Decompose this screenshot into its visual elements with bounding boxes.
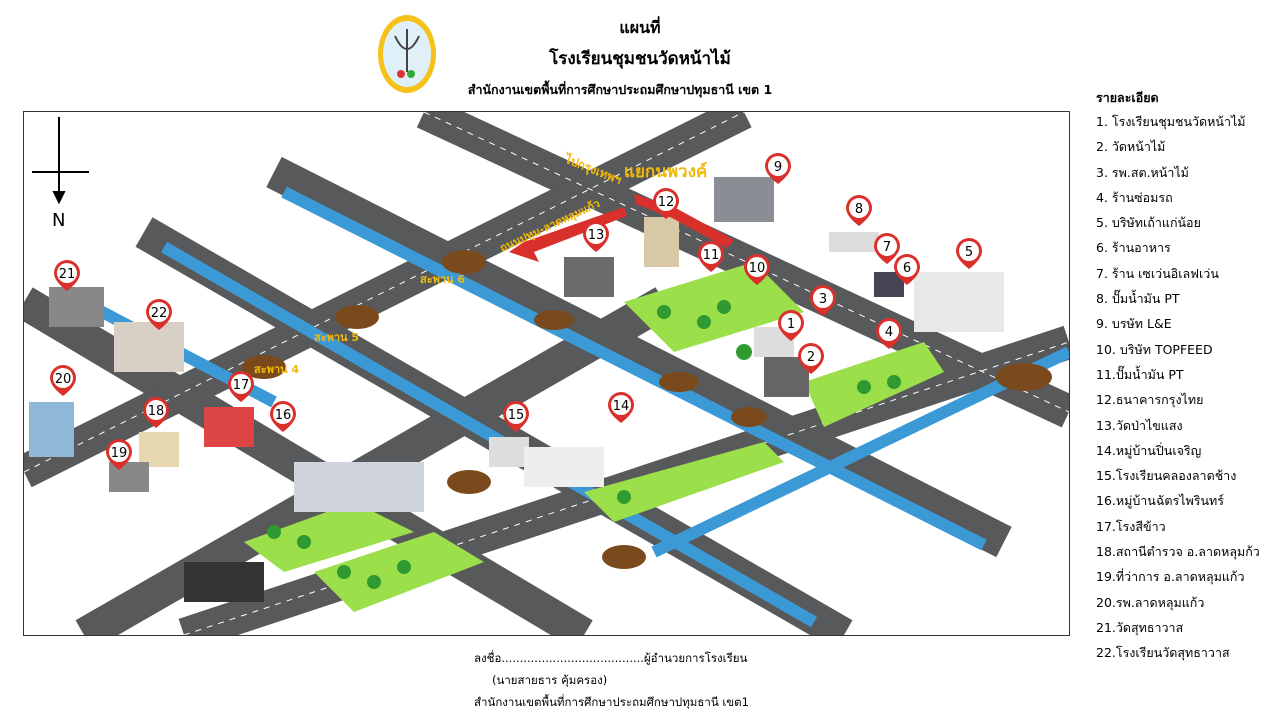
marker-number: 16 <box>275 408 292 423</box>
legend-item: 13.วัดป่าไขแสง <box>1096 417 1183 433</box>
legend-item: 20.รพ.ลาดหลุมแก้ว <box>1096 594 1205 610</box>
marker-number: 13 <box>588 228 605 243</box>
legend-item: 14.หมู่บ้านปิ่นเจริญ <box>1096 442 1202 458</box>
legend-item: 5. บริษัทเถ้าแก่น้อย <box>1096 215 1201 231</box>
legend-item: 22.โรงเรียนวัดสุทธาวาส <box>1096 645 1230 661</box>
legend-item: 11.ปั๊มน้ำมัน PT <box>1096 366 1184 382</box>
legend-item: 9. บรษัท L&E <box>1096 316 1172 332</box>
marker-number: 10 <box>749 261 766 276</box>
compass <box>32 117 89 205</box>
legend-item: 2. วัดหน้าไม้ <box>1096 139 1166 155</box>
map-marker[interactable]: 22 <box>146 299 172 330</box>
marker-number: 18 <box>148 404 165 419</box>
marker-number: 11 <box>703 248 720 263</box>
legend-item: 18.สถานีตำรวจ อ.ลาดหลุมก้ว <box>1096 544 1260 560</box>
legend-item: 12.ธนาคารกรุงไทย <box>1096 392 1204 408</box>
bridge-4-label: สะพาน 4 <box>254 363 299 376</box>
marker-number: 14 <box>613 399 630 414</box>
junction-label: แยกนพวงค์ <box>624 161 707 182</box>
map-area: แยกนพวงค์ ไปกรุงเทพฯ ถนนปทุม-ลาดหลุมแก้ว… <box>23 111 1070 636</box>
marker-number: 21 <box>59 267 76 282</box>
marker-number: 7 <box>883 240 891 255</box>
buildings <box>29 177 1004 602</box>
legend-item: 3. รพ.สต.หน้าไม้ <box>1096 164 1189 180</box>
legend-item: 1. โรงเรียนชุมชนวัดหน้าไม้ <box>1096 114 1246 129</box>
marker-number: 8 <box>855 202 863 217</box>
marker-number: 17 <box>233 378 250 393</box>
marker-number: 4 <box>885 325 893 340</box>
map-marker[interactable]: 18 <box>143 397 169 428</box>
marker-number: 12 <box>658 195 675 210</box>
map-marker[interactable]: 1 <box>778 310 804 341</box>
map-marker[interactable]: 4 <box>876 318 902 349</box>
marker-number: 6 <box>903 261 911 276</box>
legend-item: 7. ร้าน เซเว่นอิเลฟเว่น <box>1096 265 1219 281</box>
marker-number: 1 <box>787 317 795 332</box>
map-marker[interactable]: 9 <box>765 153 791 184</box>
map-marker[interactable]: 5 <box>956 238 982 269</box>
map-marker[interactable]: 2 <box>798 343 824 374</box>
bridges <box>242 250 1052 569</box>
legend-item: 17.โรงสีข้าว <box>1096 518 1166 534</box>
legend-item: 21.วัดสุทธาวาส <box>1096 619 1184 635</box>
compass-north-label: N <box>52 210 65 231</box>
legend: รายละเอียด 1. โรงเรียนชุมชนวัดหน้าไม้ 2. … <box>1096 88 1260 669</box>
legend-item: 15.โรงเรียนคลองลาดช้าง <box>1096 468 1237 484</box>
legend-item: 6. ร้านอาหาร <box>1096 240 1171 256</box>
map-marker[interactable]: 21 <box>54 260 80 291</box>
map-marker[interactable]: 8 <box>846 195 872 226</box>
legend-item: 10. บริษัท TOPFEED <box>1096 341 1213 357</box>
legend-item: 19.ที่ว่าการ อ.ลาดหลุมแก้ว <box>1096 569 1245 585</box>
map-marker[interactable]: 19 <box>106 439 132 470</box>
map-marker[interactable]: 15 <box>503 401 529 432</box>
bridge-5-label: สะพาน 5 <box>314 331 359 344</box>
marker-number: 20 <box>55 372 72 387</box>
marker-number: 15 <box>508 408 525 423</box>
school-logo <box>378 15 436 93</box>
signature-line: ลงชื่อ..................................… <box>474 651 748 665</box>
marker-number: 5 <box>965 245 973 260</box>
footer-office: สำนักงานเขตพื้นที่การศึกษาประถมศึกษาปทุม… <box>474 695 749 709</box>
map-marker[interactable]: 13 <box>583 221 609 252</box>
map-marker[interactable]: 6 <box>894 254 920 285</box>
map-marker[interactable]: 14 <box>608 392 634 423</box>
marker-number: 3 <box>819 292 827 307</box>
map-title: แผนที่ <box>619 18 661 37</box>
legend-item: 8. ปั๊มน้ำมัน PT <box>1096 291 1180 307</box>
legend-item: 16.หมู่บ้านฉัตรไพรินทร์ <box>1096 493 1224 509</box>
bridge-6-label: สะพาน 6 <box>420 273 465 286</box>
map-marker[interactable]: 20 <box>50 365 76 396</box>
office-name: สำนักงานเขตพื้นที่การศึกษาประถมศึกษาปทุม… <box>467 82 773 97</box>
map-marker[interactable]: 11 <box>698 241 724 272</box>
legend-title: รายละเอียด <box>1096 90 1159 105</box>
marker-number: 19 <box>111 446 128 461</box>
green-areas <box>244 262 944 612</box>
legend-item: 4. ร้านซ่อมรถ <box>1096 189 1173 205</box>
map-marker[interactable]: 3 <box>810 285 836 316</box>
map-marker[interactable]: 7 <box>874 233 900 264</box>
map-marker[interactable]: 16 <box>270 401 296 432</box>
map-marker[interactable]: 17 <box>228 371 254 402</box>
marker-number: 2 <box>807 350 815 365</box>
director-name: (นายสายธาร คุ้มครอง) <box>492 673 608 687</box>
marker-number: 22 <box>151 306 168 321</box>
school-name: โรงเรียนชุมชนวัดหน้าไม้ <box>549 49 731 69</box>
map-marker[interactable]: 12 <box>653 188 679 219</box>
trees <box>267 300 901 589</box>
map-marker[interactable]: 10 <box>744 254 770 285</box>
marker-number: 9 <box>774 160 782 175</box>
